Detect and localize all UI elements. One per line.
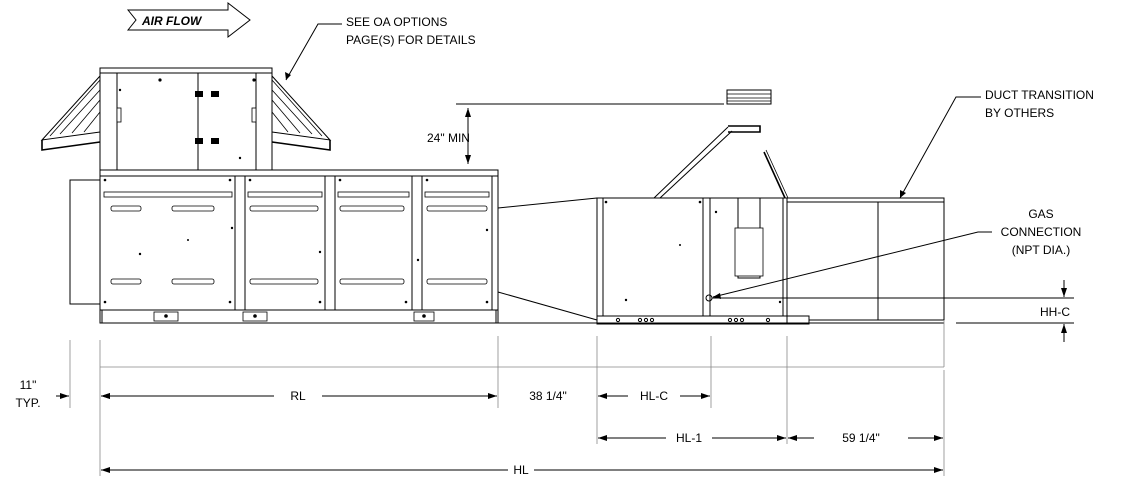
dim-59-label: 59 1/4" xyxy=(842,431,880,445)
oa-options-line-1: SEE OA OPTIONS xyxy=(346,15,447,29)
gas-connection-line-2: CONNECTION xyxy=(1001,225,1082,239)
min-clearance-dimension: 24" MIN xyxy=(427,103,724,164)
hh-c-label: HH-C xyxy=(1040,305,1070,319)
hl-dimension: HL xyxy=(101,463,943,477)
main-cabinet xyxy=(69,169,499,324)
discharge-duct xyxy=(786,197,945,325)
rl-dimension: RL xyxy=(101,389,497,403)
duct-transition-callout: DUCT TRANSITION BY OTHERS xyxy=(899,88,1094,199)
outdoor-air-hood xyxy=(40,67,332,171)
typ-11-line-1: 11" xyxy=(20,378,37,392)
gas-connection-line-3: (NPT DIA.) xyxy=(1012,243,1070,257)
oa-options-line-2: PAGE(S) FOR DETAILS xyxy=(346,33,476,47)
hl-c-dimension: HL-C xyxy=(598,389,710,403)
hh-c-dimension: HH-C xyxy=(712,280,1074,342)
rl-label: RL xyxy=(290,389,306,403)
duct-transition-line-2: BY OTHERS xyxy=(985,106,1054,120)
airflow-arrow: AIR FLOW xyxy=(126,1,251,39)
extension-lines xyxy=(69,336,945,476)
heater-section xyxy=(596,89,789,325)
hl-1-dimension: HL-1 xyxy=(598,431,786,445)
gas-connection-line-1: GAS xyxy=(1028,207,1053,221)
transition-duct xyxy=(497,197,598,321)
hl-c-label: HL-C xyxy=(640,389,668,403)
airflow-label: AIR FLOW xyxy=(141,14,203,28)
dim-59-dimension: 59 1/4" xyxy=(788,431,943,445)
gap-38-dimension: 38 1/4" xyxy=(529,389,567,403)
hl-1-label: HL-1 xyxy=(676,431,702,445)
base-frame xyxy=(100,320,945,368)
oa-options-callout: SEE OA OPTIONS PAGE(S) FOR DETAILS xyxy=(285,15,476,81)
typ-11-line-2: TYP. xyxy=(15,396,40,410)
typ-11-dimension: 11" TYP. xyxy=(15,378,114,410)
gap-38-label: 38 1/4" xyxy=(529,389,567,403)
hl-label: HL xyxy=(513,463,529,477)
duct-transition-line-1: DUCT TRANSITION xyxy=(985,88,1094,102)
min-clearance-label: 24" MIN xyxy=(427,131,470,145)
gas-connection-callout: GAS CONNECTION (NPT DIA.) xyxy=(712,207,1082,299)
